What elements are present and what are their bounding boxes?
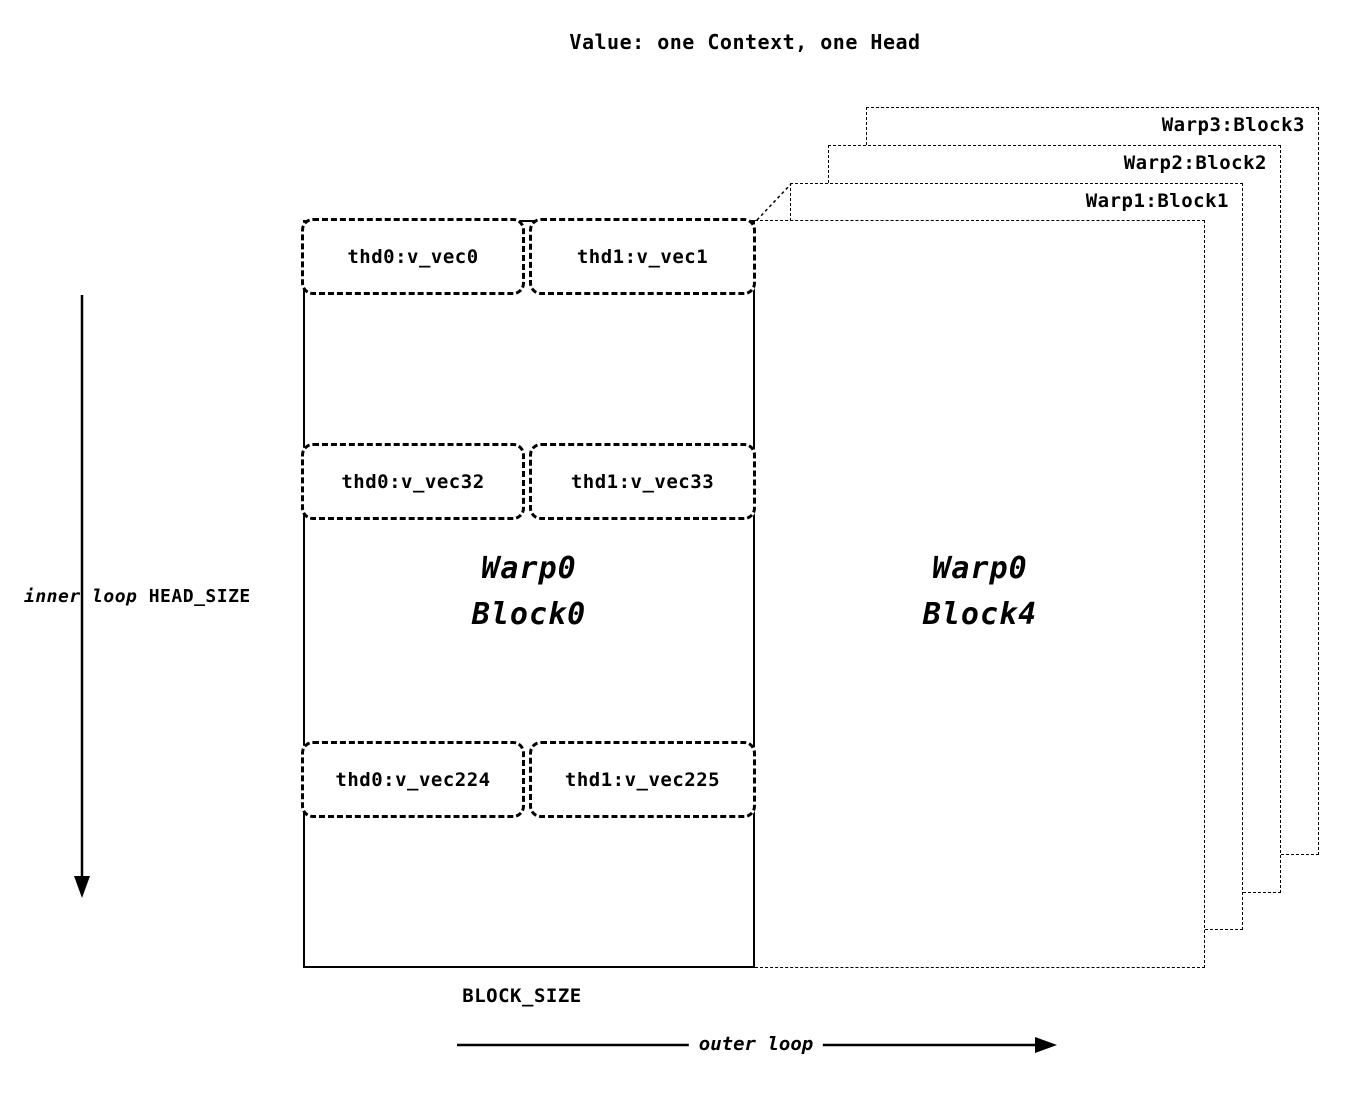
outer-loop-label: outer loop	[688, 1033, 824, 1055]
front-block-name-line2: Block4	[922, 597, 1038, 632]
inner-loop-label: inner loop HEAD_SIZE	[24, 586, 251, 607]
head-size-label: HEAD_SIZE	[148, 586, 251, 607]
vector-cell: thd0:v_vec224	[301, 741, 525, 818]
main-block-name: Warp0 Block0	[303, 546, 755, 638]
block-warp0-block4	[755, 220, 1205, 968]
inner-loop-arrow	[74, 295, 90, 898]
stacked-block-label: Warp3:Block3	[1161, 114, 1305, 136]
main-block-name-line1: Warp0	[481, 551, 577, 586]
front-block-name: Warp0 Block4	[755, 546, 1205, 638]
stacked-block-label: Warp2:Block2	[1123, 152, 1267, 174]
depth-connector-line	[756, 183, 792, 221]
block-size-label: BLOCK_SIZE	[462, 985, 582, 1007]
inner-loop-text: inner loop	[24, 586, 138, 607]
front-block-name-line1: Warp0	[932, 551, 1028, 586]
block-warp0-block0	[303, 220, 755, 968]
main-block-name-line2: Block0	[471, 597, 587, 632]
vector-cell: thd1:v_vec1	[529, 218, 756, 295]
vector-cell: thd0:v_vec0	[301, 218, 525, 295]
vector-cell: thd1:v_vec33	[529, 443, 756, 520]
diagram-title: Value: one Context, one Head	[569, 30, 921, 54]
stacked-block-label: Warp1:Block1	[1085, 190, 1229, 212]
vector-cell: thd0:v_vec32	[301, 443, 525, 520]
vector-cell: thd1:v_vec225	[529, 741, 756, 818]
